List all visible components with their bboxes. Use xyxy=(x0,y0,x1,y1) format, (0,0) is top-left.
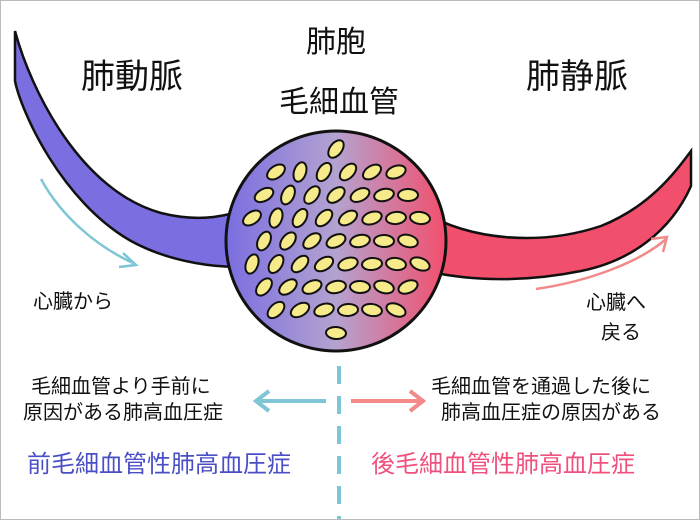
pulmonary-artery-label: 肺動脈 xyxy=(81,57,183,97)
capillary-gap xyxy=(326,186,346,204)
capillary-gap xyxy=(349,233,371,249)
capillary-gap xyxy=(325,325,347,341)
capillary-gap xyxy=(409,256,431,272)
capillary-gap xyxy=(303,185,321,205)
capillary-gap xyxy=(373,279,395,295)
capillary-gap xyxy=(292,161,308,183)
capillary-gap xyxy=(291,207,309,229)
capillary-gap xyxy=(266,300,286,320)
capillary-gap xyxy=(325,233,347,249)
capillary-gap xyxy=(289,301,311,319)
capillary-gap xyxy=(302,232,322,250)
capillary-gap xyxy=(279,231,297,251)
capillary-gap xyxy=(327,139,345,159)
capillary-gap xyxy=(280,184,296,206)
alveolus-label: 肺胞 xyxy=(306,25,366,60)
capillary-gap xyxy=(244,253,260,275)
pre-capillary-caption: 前毛細血管性肺高血圧症 xyxy=(27,450,291,478)
capillary-gap xyxy=(397,188,419,202)
capillary-gap xyxy=(349,279,371,295)
capillary-gap xyxy=(256,230,272,252)
post-capillary-arrow xyxy=(351,389,427,413)
capillary-gap xyxy=(349,187,371,203)
capillary-gap xyxy=(290,254,310,274)
post-capillary-note-1: 毛細血管を通過した後に xyxy=(431,374,651,398)
capillary-ball xyxy=(224,129,448,353)
pre-capillary-note-1: 毛細血管より手前に xyxy=(31,374,211,398)
to-heart-label-1: 心臓へ xyxy=(586,290,646,314)
capillary-gap xyxy=(325,279,347,295)
capillary-gap xyxy=(253,186,275,204)
pre-capillary-note-2: 原因がある肺高血圧症 xyxy=(23,400,223,424)
capillary-gap xyxy=(409,210,431,226)
capillary-gap xyxy=(337,302,359,318)
capillary-gap xyxy=(266,163,286,181)
pulmonary-vein-label: 肺静脈 xyxy=(526,57,628,97)
capillary-gap xyxy=(361,302,383,318)
capillary-gap xyxy=(267,253,285,275)
capillary-gap xyxy=(385,210,407,226)
capillary-gap xyxy=(338,162,358,182)
capillary-gap xyxy=(385,164,407,180)
capillary-gap xyxy=(361,163,383,181)
capillary-gap xyxy=(278,278,298,296)
pre-capillary-arrow xyxy=(252,389,326,413)
capillary-gap xyxy=(373,187,395,203)
capillary-gap xyxy=(361,256,383,272)
capillary-gap xyxy=(385,256,407,272)
capillary-label: 毛細血管 xyxy=(279,85,399,120)
capillary-gap xyxy=(314,208,334,228)
capillary-gap xyxy=(361,210,383,226)
capillary-gap xyxy=(242,209,262,227)
capillary-gap xyxy=(397,233,419,249)
to-heart-arrow xyxy=(535,238,667,291)
capillary-gap xyxy=(313,255,335,273)
post-capillary-note-2: 肺高血圧症の原因がある xyxy=(441,400,661,424)
pulmonary-vein-vessel xyxy=(419,147,693,281)
capillary-gap xyxy=(397,279,419,295)
capillary-gap xyxy=(255,277,273,297)
from-heart-arrow xyxy=(39,178,134,265)
capillary-gap xyxy=(301,279,323,295)
capillary-gap xyxy=(268,207,284,229)
capillary-gap xyxy=(337,256,359,272)
capillary-gap xyxy=(313,302,335,318)
capillary-gap xyxy=(385,302,407,318)
capillary-gap xyxy=(337,209,359,227)
capillary-gap xyxy=(373,233,395,249)
to-heart-label-2: 戻る xyxy=(601,320,641,344)
from-heart-label: 心臓から xyxy=(33,289,113,313)
capillary-gap xyxy=(315,161,333,183)
post-capillary-caption: 後毛細血管性肺高血圧症 xyxy=(371,450,635,478)
